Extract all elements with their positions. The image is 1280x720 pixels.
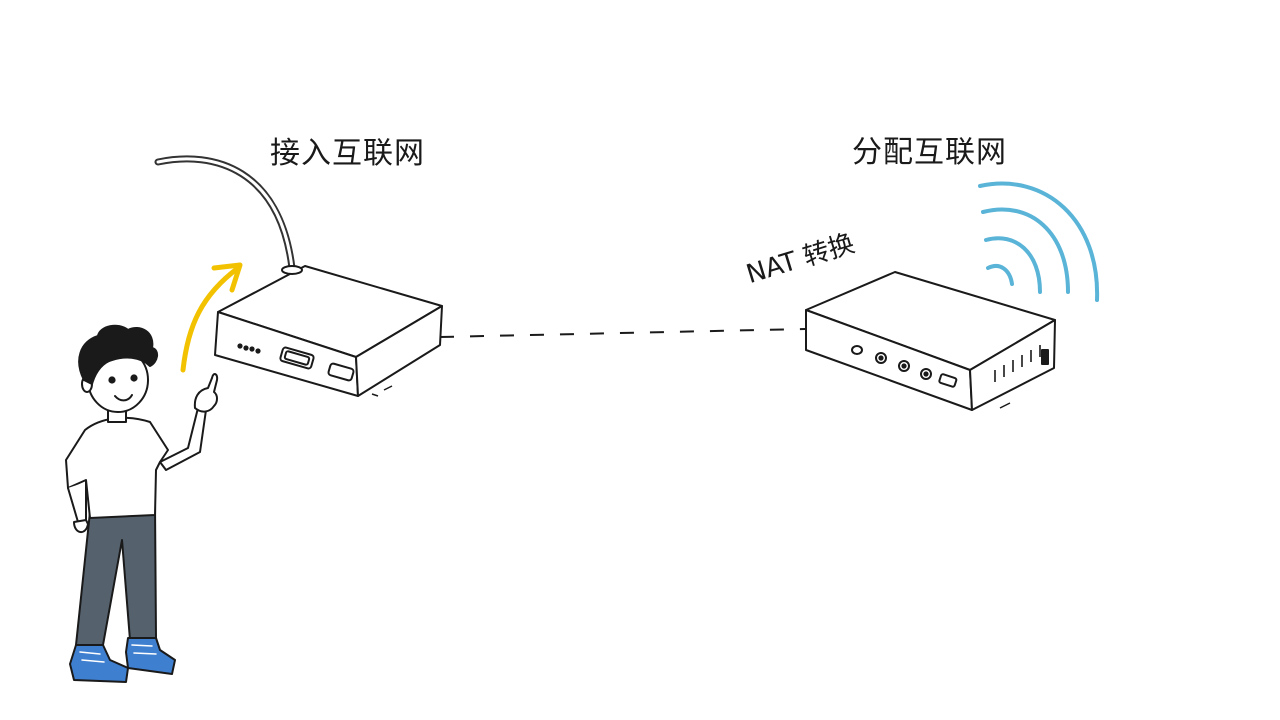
internet-cable [154, 155, 296, 272]
person-figure [65, 324, 219, 683]
hair [78, 324, 158, 385]
nat-link-line [439, 328, 806, 338]
internet-access-label: 接入互联网 [270, 136, 425, 171]
left-shoe [69, 644, 129, 683]
wifi-icon [978, 181, 1100, 302]
pointing-hand [193, 373, 219, 413]
right-shoe [125, 637, 176, 675]
arrow-icon [180, 262, 243, 373]
router-icon [805, 271, 1056, 411]
shirt [65, 416, 169, 519]
internet-distribution-label: 分配互联网 [852, 135, 1007, 170]
modem-icon [214, 265, 443, 397]
